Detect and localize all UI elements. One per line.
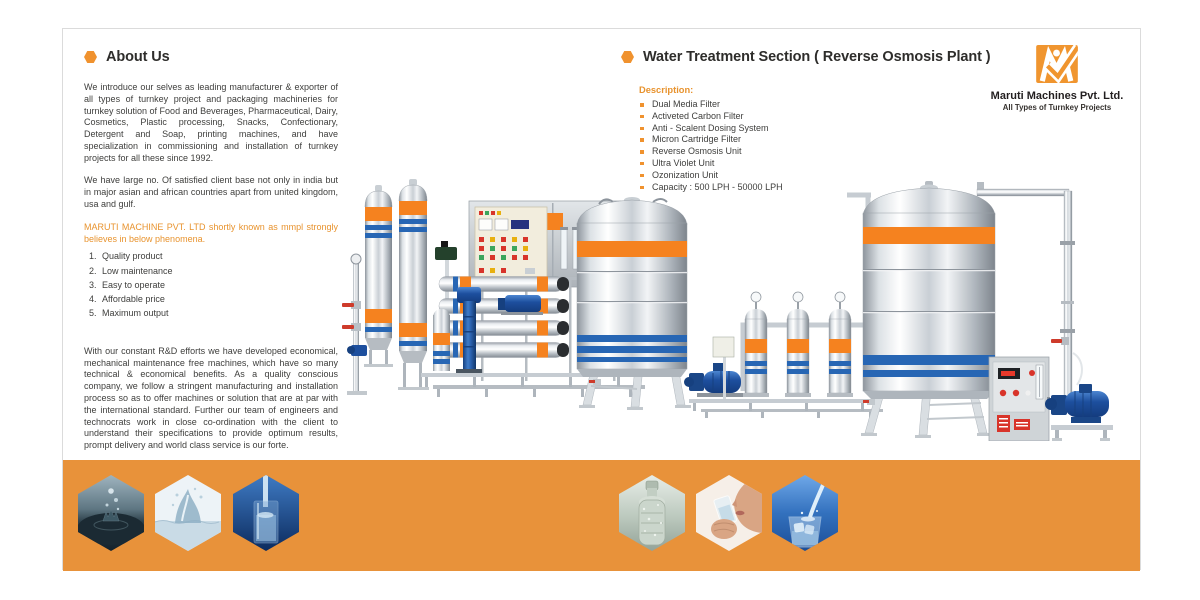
about-section: About Us We introduce our selves as lead… (84, 49, 338, 463)
about-heading: About Us (84, 49, 338, 65)
about-point: Low maintenance (99, 266, 338, 278)
description-item: Activeted Carbon Filter (639, 111, 1051, 123)
description-item: Reverse Osmosis Unit (639, 146, 1051, 158)
description-item: Dual Media Filter (639, 99, 1051, 111)
company-name: Maruti Machines Pvt. Ltd. (990, 90, 1124, 102)
about-point: Quality product (99, 251, 338, 263)
description-item: Ultra Violet Unit (639, 158, 1051, 170)
description-item: Ozonization Unit (639, 170, 1051, 182)
about-paragraph-2: We have large no. Of satisfied client ba… (84, 175, 338, 210)
bottom-orange-band (63, 460, 1140, 571)
about-points-list: Quality product Low maintenance Easy to … (84, 251, 338, 319)
brochure-page: About Us We introduce our selves as lead… (62, 28, 1141, 571)
water-treatment-section: Water Treatment Section ( Reverse Osmosi… (621, 49, 1051, 193)
about-title: About Us (106, 49, 170, 65)
description-item: Capacity : 500 LPH - 50000 LPH (639, 182, 1051, 194)
hexagon-bullet-icon (84, 51, 97, 63)
treatment-heading: Water Treatment Section ( Reverse Osmosi… (621, 49, 1051, 65)
about-point: Maximum output (99, 308, 338, 320)
about-point: Affordable price (99, 294, 338, 306)
company-tagline: All Types of Turnkey Projects (1002, 103, 1112, 112)
about-paragraph-1: We introduce our selves as leading manuf… (84, 82, 338, 163)
about-closing-paragraph: With our constant R&D efforts we have de… (84, 345, 338, 451)
description-item: Micron Cartridge Filter (639, 134, 1051, 146)
description-block: Description: Dual Media Filter Activeted… (621, 85, 1051, 193)
ro-plant-photo (342, 179, 1113, 441)
description-list: Dual Media Filter Activeted Carbon Filte… (639, 99, 1051, 193)
m-check-logo-icon (1036, 45, 1078, 88)
description-label: Description: (639, 85, 694, 95)
hexagon-bullet-icon (621, 51, 634, 63)
about-point: Easy to operate (99, 280, 338, 292)
description-item: Anti - Scalent Dosing System (639, 123, 1051, 135)
about-highlight: MARUTI MACHINE PVT. LTD shortly known as… (84, 221, 338, 244)
company-logo: Maruti Machines Pvt. Ltd. All Types of T… (990, 45, 1124, 112)
treatment-title: Water Treatment Section ( Reverse Osmosi… (643, 49, 991, 65)
